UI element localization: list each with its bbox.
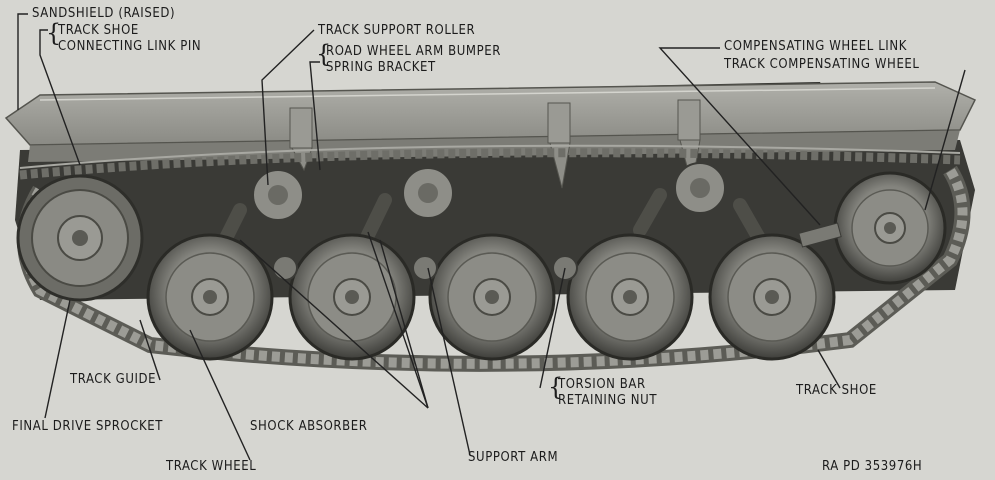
track-support-rollers (252, 162, 726, 221)
upper-track-run (19, 148, 961, 180)
label-track-support-roller: TRACK SUPPORT ROLLER (318, 23, 476, 38)
shock-absorbers (218, 188, 767, 247)
label-connecting-link-pin: CONNECTING LINK PIN (58, 39, 202, 54)
brace-road-wheel-arm: { (316, 40, 332, 68)
final-drive-sprocket (16, 174, 144, 302)
label-track-guide: TRACK GUIDE (70, 372, 157, 387)
label-track-shoe-bottom: TRACK SHOE (796, 383, 877, 398)
brace-track-shoe: { (46, 19, 62, 47)
brace-torsion-bar: { (548, 373, 564, 401)
label-compensating-wheel-link: COMPENSATING WHEEL LINK (724, 39, 907, 54)
track-compensating-wheel (798, 171, 947, 285)
label-retaining-nut: RETAINING NUT (558, 393, 658, 408)
support-arms (272, 255, 578, 281)
label-track-wheel: TRACK WHEEL (166, 459, 257, 474)
label-final-drive-sprocket: FINAL DRIVE SPROCKET (12, 419, 164, 434)
figure-id: RA PD 353976H (822, 459, 923, 474)
label-road-wheel-arm-bumper: ROAD WHEEL ARM BUMPER (326, 44, 501, 59)
label-shock-absorber: SHOCK ABSORBER (250, 419, 368, 434)
label-track-shoe-top: TRACK SHOE (58, 23, 139, 38)
label-track-compensating-wheel: TRACK COMPENSATING WHEEL (724, 57, 920, 72)
label-torsion-bar: TORSION BAR (558, 377, 646, 392)
label-support-arm: SUPPORT ARM (468, 450, 559, 465)
label-sandshield: SANDSHIELD (RAISED) (32, 6, 176, 21)
leader-lines (17, 13, 966, 461)
upper-track-edge (19, 144, 961, 169)
track-wheels (146, 233, 836, 361)
label-spring-bracket: SPRING BRACKET (326, 60, 436, 75)
